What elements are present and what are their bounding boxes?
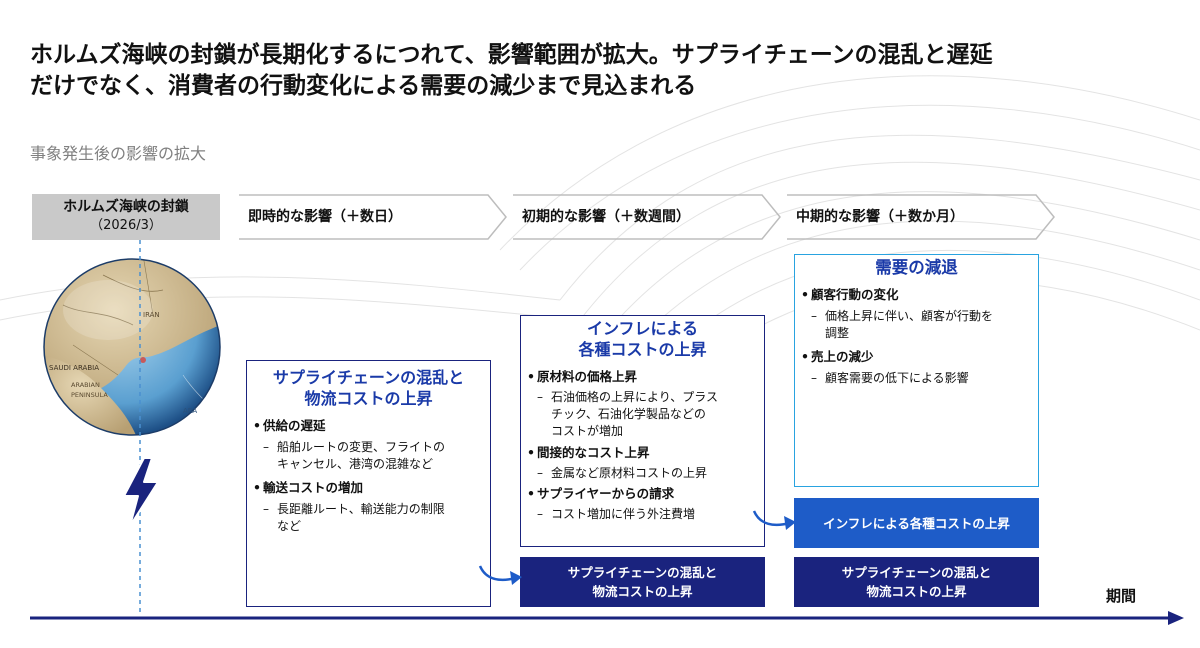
event-dashed-line (139, 240, 141, 615)
event-label: ホルムズ海峡の封鎖 (63, 199, 189, 215)
phase-mid-label: 中期的な影響（＋数か月） (796, 209, 964, 225)
card-inflation-title-line-2: 各種コストの上昇 (578, 340, 707, 359)
lightning-bolt-icon (123, 458, 159, 526)
bullet-head: 供給の遅延 (251, 417, 484, 435)
map-label-iran: IRAN (143, 311, 160, 319)
bullet-sub: コスト増加に伴う外注費増 (525, 506, 758, 523)
page-title: ホルムズ海峡の封鎖が長期化するにつれて、影響範囲が拡大。サプライチェーンの混乱と… (30, 40, 1180, 102)
transition-arrow-icon (478, 565, 522, 585)
solid-box-supply-right-line-1: サプライチェーンの混乱と (841, 565, 992, 580)
globe-map-image: IRAN SAUDI ARABIA ARABIAN PENINSULA ARA (43, 258, 221, 436)
card-demand-title: 需要の減退 (875, 258, 958, 277)
timeline-axis-arrow (30, 611, 1184, 625)
phase-initial-label: 初期的な影響（＋数週間） (522, 209, 690, 225)
phase-mid: 中期的な影響（＋数か月） (786, 194, 1056, 240)
bullet-head: 輸送コストの増加 (251, 479, 484, 497)
solid-box-supply-right-line-2: 物流コストの上昇 (866, 584, 967, 599)
map-label-arab: ARA (183, 407, 197, 415)
phase-immediate: 即時的な影響（＋数日） (238, 194, 508, 240)
solid-box-inflation-right-label: インフレによる各種コストの上昇 (823, 515, 1010, 531)
solid-box-inflation-right: インフレによる各種コストの上昇 (794, 498, 1039, 548)
card-inflation-title-line-1: インフレによる (586, 319, 699, 338)
map-label-arabian: ARABIAN (71, 381, 100, 389)
card-inflation-title: インフレによる 各種コストの上昇 (521, 318, 764, 360)
phase-initial: 初期的な影響（＋数週間） (512, 194, 782, 240)
title-line-1: ホルムズ海峡の封鎖が長期化するにつれて、影響範囲が拡大。サプライチェーンの混乱と… (30, 42, 993, 68)
bullet-head: サプライヤーからの請求 (525, 485, 758, 503)
bullet-head: 間接的なコスト上昇 (525, 444, 758, 462)
bullet-head: 原材料の価格上昇 (525, 368, 758, 386)
solid-box-supply-mid: サプライチェーンの混乱と物流コストの上昇 (520, 557, 765, 607)
bullet-sub: 顧客需要の低下による影響 (799, 370, 1032, 387)
card-inflation: インフレによる 各種コストの上昇 原材料の価格上昇 石油価格の上昇により、プラス… (520, 315, 765, 547)
bullet-sub: 金属など原材料コストの上昇 (525, 465, 758, 482)
section-subtitle: 事象発生後の影響の拡大 (30, 144, 207, 163)
card-supply-title: サプライチェーンの混乱と 物流コストの上昇 (247, 367, 490, 409)
map-label-saudi: SAUDI ARABIA (49, 364, 99, 372)
axis-label-period: 期間 (1106, 587, 1137, 605)
solid-box-supply-mid-line-1: サプライチェーンの混乱と (567, 565, 718, 580)
card-supply-title-line-1: サプライチェーンの混乱と (272, 368, 465, 387)
event-date: （2026/3） (90, 218, 162, 233)
phase-immediate-label: 即時的な影響（＋数日） (248, 209, 402, 225)
card-supply-chain: サプライチェーンの混乱と 物流コストの上昇 供給の遅延 船舶ルートの変更、フライ… (246, 360, 491, 607)
solid-box-supply-right: サプライチェーンの混乱と物流コストの上昇 (794, 557, 1039, 607)
event-box: ホルムズ海峡の封鎖 （2026/3） (32, 194, 220, 240)
title-line-2: だけでなく、消費者の行動変化による需要の減少まで見込まれる (30, 73, 697, 99)
card-supply-title-line-2: 物流コストの上昇 (304, 389, 433, 408)
bullet-head: 売上の減少 (799, 348, 1032, 366)
map-label-peninsula: PENINSULA (71, 391, 108, 399)
solid-box-supply-mid-line-2: 物流コストの上昇 (592, 584, 693, 599)
bullet-head: 顧客行動の変化 (799, 286, 1032, 304)
transition-arrow-icon (752, 510, 796, 530)
